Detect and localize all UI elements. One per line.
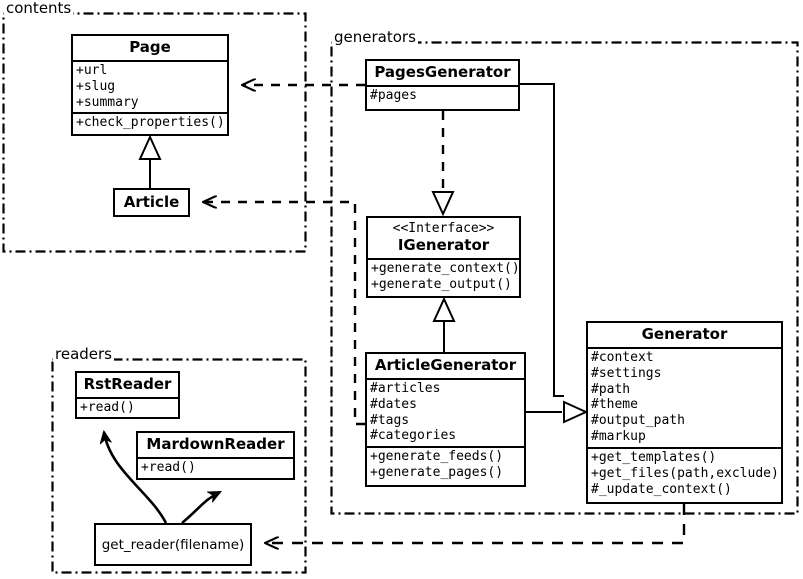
package-label-readers: readers [53,345,114,363]
method-item: +get_templates() [591,449,717,465]
relationship-articlegenerator-inherits-igenerator [432,296,456,352]
class-box-generator[interactable]: Generator #context #settings #path #them… [586,321,783,504]
class-methods-mardownreader: +read() [138,456,293,478]
relationship-pagesgenerator-realizes-igenerator [431,111,455,217]
attribute-item: #theme [591,397,638,413]
class-attributes-generator: #context #settings #path #theme #output_… [588,346,781,447]
class-attributes-articlegenerator: #articles #dates #tags #categories [367,377,524,446]
class-stereotype-igenerator: <<Interface>> [392,221,495,236]
class-methods-articlegenerator: +generate_feeds() +generate_pages() [367,446,524,483]
class-name-igenerator: <<Interface>> IGenerator [368,218,519,258]
function-box-get-reader[interactable]: get_reader(filename) [94,523,252,566]
class-box-igenerator[interactable]: <<Interface>> IGenerator +generate_conte… [366,216,521,298]
relationship-articlegenerator-depends-article [204,202,365,426]
attribute-item: #settings [591,365,662,381]
class-name-text-igenerator: IGenerator [397,235,490,254]
relationship-pagesgenerator-inherits-generator [520,83,564,397]
package-label-generators: generators [332,28,418,46]
package-label-contents: contents [4,0,74,17]
class-attributes-page: +url +slug +summary [73,59,227,113]
attribute-item: +summary [76,94,139,110]
relationship-article-inherits-page [138,134,162,188]
method-item: +get_files(path,exclude) [591,465,779,481]
method-item: +read() [141,459,196,475]
class-name-page: Page [129,38,171,56]
attribute-item: #categories [370,428,457,444]
class-name-rstreader: RstReader [83,375,172,393]
attribute-item: #markup [591,429,646,445]
class-box-page[interactable]: Page +url +slug +summary +check_properti… [71,34,229,136]
class-name-mardownreader: MardownReader [146,435,285,453]
attribute-item: #tags [370,412,410,428]
class-methods-igenerator: +generate_context() +generate_output() [368,257,520,295]
attribute-item: #articles [370,380,441,396]
attribute-item: #path [591,381,631,397]
class-methods-generator: +get_templates() +get_files(path,exclude… [588,446,781,500]
class-name-generator: Generator [641,325,728,343]
class-box-mardownreader[interactable]: MardownReader +read() [136,431,295,480]
class-name-articlegenerator: ArticleGenerator [374,356,517,374]
class-name-pagesgenerator: PagesGenerator [374,63,511,81]
method-item: +generate_pages() [370,465,504,481]
relationship-generator-depends-get-reader [266,504,686,543]
relationship-get-reader-returns-mardownreader [181,490,220,524]
class-methods-rstreader: +read() [77,396,178,418]
method-item: +read() [80,399,135,415]
attribute-item: +slug [76,78,116,94]
attribute-item: #context [591,349,654,365]
attribute-item: #dates [370,396,417,412]
class-methods-page: +check_properties() [73,112,227,133]
attribute-item: #output_path [591,413,685,429]
method-item: +generate_output() [371,276,512,292]
method-item: +generate_feeds() [370,449,504,465]
class-attributes-pagesgenerator: #pages [367,84,518,106]
method-item: #_update_context() [591,481,732,497]
attribute-item: +url [76,62,108,78]
class-box-articlegenerator[interactable]: ArticleGenerator #articles #dates #tags … [365,352,526,487]
class-box-article[interactable]: Article [113,188,190,217]
attribute-item: #pages [370,87,417,103]
relationship-articlegenerator-inherits-generator [526,400,589,424]
class-box-pagesgenerator[interactable]: PagesGenerator #pages [365,59,520,111]
method-item: +generate_context() [371,260,520,276]
class-name-article: Article [123,193,180,211]
class-box-rstreader[interactable]: RstReader +read() [75,371,180,419]
method-item: +check_properties() [76,115,225,131]
